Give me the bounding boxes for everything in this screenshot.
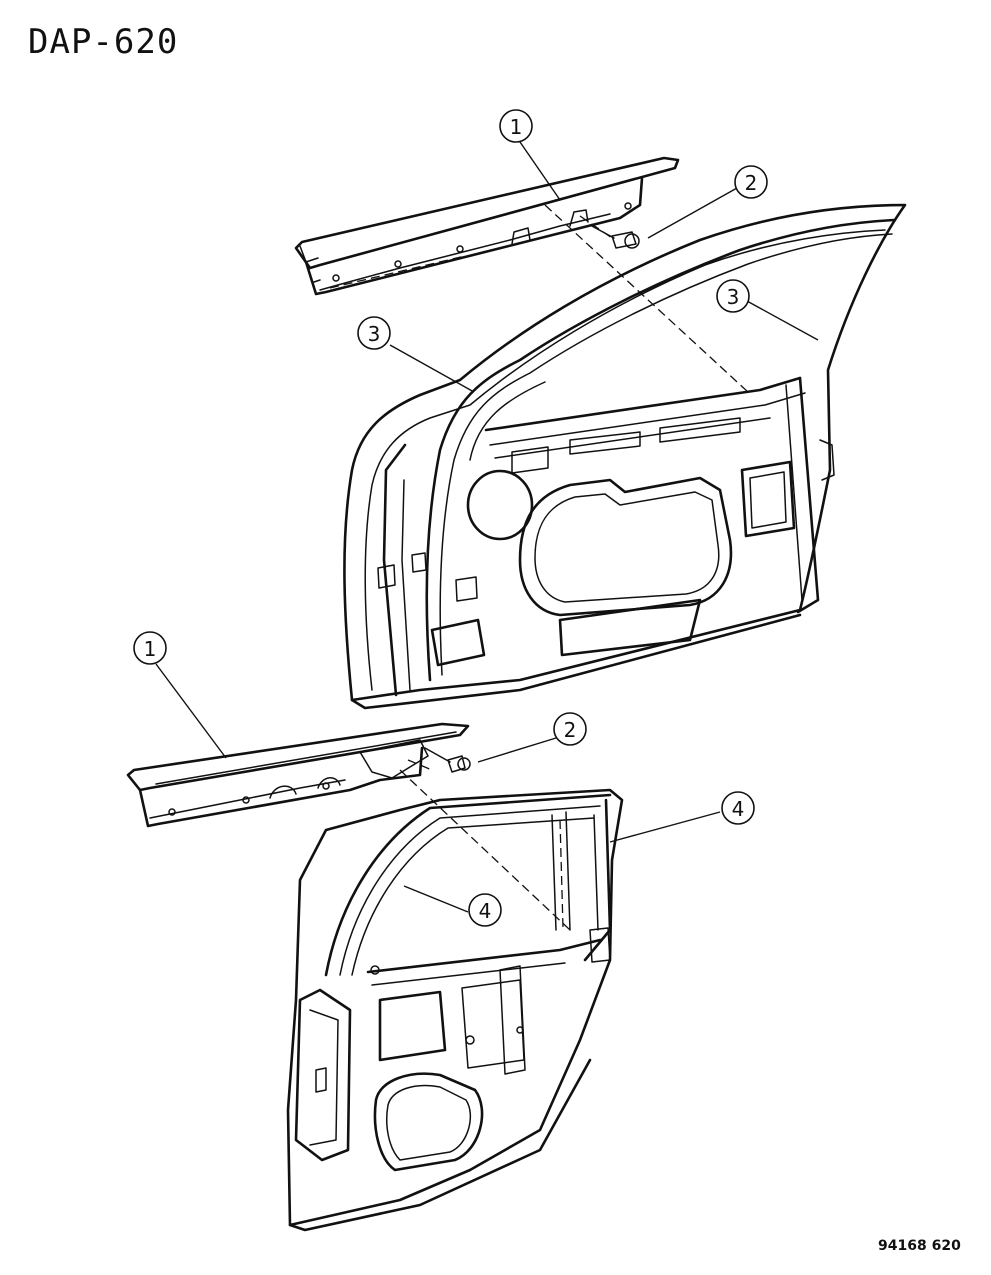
leader-rear-weatherstrip-inner [403, 885, 469, 913]
leader-rear-molding [155, 663, 227, 759]
rear-assembly-line-1 [399, 769, 571, 931]
callout-front-weatherstrip-right: 3 [716, 279, 750, 313]
front-assembly-line-3 [579, 215, 613, 239]
figure-id: 94168 620 [878, 1238, 961, 1254]
svg-text:3: 3 [368, 322, 381, 346]
front-assembly-line-1 [544, 204, 749, 393]
callout-front-screw: 2 [734, 165, 768, 199]
rear-screw [424, 747, 471, 773]
callout-rear-weatherstrip-inner: 4 [468, 893, 502, 927]
svg-text:3: 3 [727, 285, 740, 309]
front-screw [589, 224, 640, 249]
leader-rear-screw [477, 737, 557, 763]
diagram-code: DAP-620 [28, 22, 179, 62]
front-assembly-line-2 [329, 255, 466, 289]
rear-belt-molding [126, 722, 470, 828]
leader-rear-weatherstrip-outer [609, 811, 721, 843]
leader-front-weatherstrip-left [389, 344, 475, 393]
svg-text:2: 2 [745, 171, 758, 195]
leader-front-molding [519, 141, 561, 201]
rear-assembly-line-2 [407, 759, 433, 771]
leader-front-screw [647, 187, 738, 239]
callout-front-molding: 1 [499, 109, 533, 143]
svg-text:1: 1 [144, 637, 157, 661]
front-belt-molding [294, 156, 680, 296]
callout-front-weatherstrip-left: 3 [357, 316, 391, 350]
leader-front-weatherstrip-right [746, 300, 819, 341]
svg-text:2: 2 [564, 718, 577, 742]
svg-text:1: 1 [510, 115, 523, 139]
svg-text:4: 4 [732, 797, 745, 821]
svg-text:4: 4 [479, 899, 492, 923]
callout-rear-screw: 2 [553, 712, 587, 746]
callout-rear-molding: 1 [133, 631, 167, 665]
front-door-shell [343, 203, 907, 710]
rear-door-shell [286, 788, 624, 1232]
callout-rear-weatherstrip-outer: 4 [721, 791, 755, 825]
